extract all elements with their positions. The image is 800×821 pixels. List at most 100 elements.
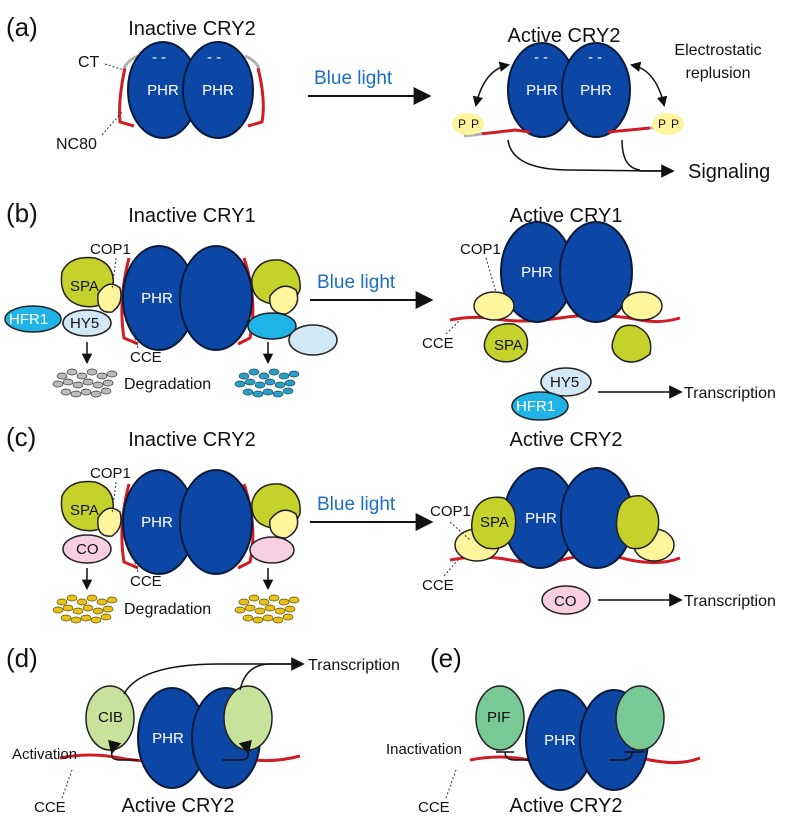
phospho-p: P (658, 117, 666, 131)
cop1-leader (449, 521, 471, 541)
co-protein (541, 585, 591, 615)
degraded-fragments (234, 594, 300, 624)
ct-tail-right (244, 54, 261, 69)
cce-leader (445, 319, 461, 335)
minus-charges: - - (207, 49, 221, 66)
inhibition-line (610, 751, 633, 761)
signaling-line (507, 139, 665, 172)
hy5-label: HY5 (550, 374, 579, 391)
panel-a-right-title: Active CRY2 (507, 25, 620, 47)
panel-b-letter: (b) (6, 198, 38, 228)
pif-protein (475, 685, 525, 751)
panel-a: (a) Inactive CRY2 Active CRY2 PHR PHR - … (6, 12, 770, 183)
cib-label: CIB (98, 709, 123, 726)
repulsion-arrow-left (472, 61, 511, 108)
blue-light-label: Blue light (317, 272, 396, 293)
co-label: CO (554, 593, 577, 610)
cce-label: CCE (130, 349, 162, 366)
hfr1-label: HFR1 (516, 398, 555, 415)
phr-label: PHR (147, 82, 179, 99)
hfr1-label: HFR1 (9, 311, 48, 328)
panel-b: (b) Inactive CRY1 Active CRY1 PHR SPA CO… (4, 198, 776, 421)
cop1-leader (111, 257, 117, 291)
panel-e-title: Active CRY2 (509, 795, 622, 817)
panel-e-letter: (e) (430, 643, 462, 673)
nc80-tail-left (118, 67, 135, 128)
replusion-label: replusion (686, 65, 751, 82)
minus-charges: - - (588, 49, 602, 66)
phosphate-cluster (652, 113, 684, 135)
co-protein (249, 536, 295, 564)
hfr1-protein (4, 305, 62, 333)
cop1-protein (621, 291, 663, 321)
pif-protein (615, 685, 665, 751)
phospho-p: P (471, 117, 479, 131)
signaling-line (621, 139, 641, 171)
phr-label: PHR (580, 82, 612, 99)
ct-tail-left (122, 54, 139, 69)
panel-d-letter: (d) (6, 643, 38, 673)
cop1-protein (97, 283, 122, 313)
phr-label: PHR (141, 514, 173, 531)
hy5-protein (62, 309, 112, 337)
blue-light-label: Blue light (314, 68, 393, 89)
transcription-line (123, 663, 296, 695)
degradation-label: Degradation (124, 376, 211, 393)
phr-label: PHR (141, 290, 173, 307)
spa-protein (483, 323, 529, 363)
cce-tail (449, 313, 681, 324)
degradation-label: Degradation (124, 601, 211, 618)
spa-protein (471, 496, 517, 550)
cop1-protein (473, 291, 515, 321)
phr-domain (182, 41, 254, 139)
phr-domain (179, 245, 253, 351)
activation-label: Activation (12, 746, 77, 763)
phr-label: PHR (521, 264, 553, 281)
cop1-protein (97, 507, 122, 537)
panel-c-letter: (c) (6, 422, 36, 452)
hy5-protein (540, 367, 592, 397)
spa-label: SPA (70, 278, 99, 295)
cop1-protein (269, 285, 299, 315)
panel-a-left-title: Inactive CRY2 (128, 18, 255, 40)
inactivation-label: Inactivation (386, 741, 462, 758)
cce-label: CCE (422, 577, 454, 594)
minus-charges: - - (534, 49, 548, 66)
hy5-label: HY5 (70, 315, 99, 332)
cop1-leader (485, 257, 497, 293)
cop1-label: COP1 (460, 241, 501, 258)
spa-label: SPA (70, 502, 99, 519)
cce-label: CCE (418, 799, 450, 816)
signaling-label: Signaling (688, 161, 770, 183)
degraded-fragments (52, 594, 118, 624)
transcription-line (239, 663, 271, 691)
phr-label: PHR (544, 732, 576, 749)
hfr1-protein (247, 312, 297, 340)
nc80-tail-right (247, 67, 265, 128)
nc80-label: NC80 (56, 136, 97, 153)
blue-light-label: Blue light (317, 494, 396, 515)
phr-domain (179, 469, 253, 575)
cop1-label: COP1 (430, 503, 471, 520)
panel-c: (c) Inactive CRY2 Active CRY2 PHR SPA CO… (6, 422, 776, 624)
hfr1-protein (511, 391, 569, 421)
cop1-leader (111, 481, 117, 515)
phr-label: PHR (526, 82, 558, 99)
panel-b-left-title: Inactive CRY1 (128, 205, 255, 227)
minus-charges: - - (152, 49, 166, 66)
spa-label: SPA (480, 514, 509, 531)
cce-leader (127, 541, 139, 573)
panel-a-letter: (a) (6, 12, 38, 42)
cce-label: CCE (130, 573, 162, 590)
cce-leader (445, 769, 457, 799)
cop1-label: COP1 (90, 241, 131, 258)
pif-label: PIF (487, 709, 510, 726)
cce-tail-left (120, 483, 139, 570)
panel-c-left-title: Inactive CRY2 (128, 429, 255, 451)
spa-protein (611, 324, 652, 363)
cop1-protein (269, 509, 299, 539)
cce-leader (127, 317, 139, 349)
phospho-p: P (671, 117, 679, 131)
ct-tail-left (463, 132, 483, 138)
